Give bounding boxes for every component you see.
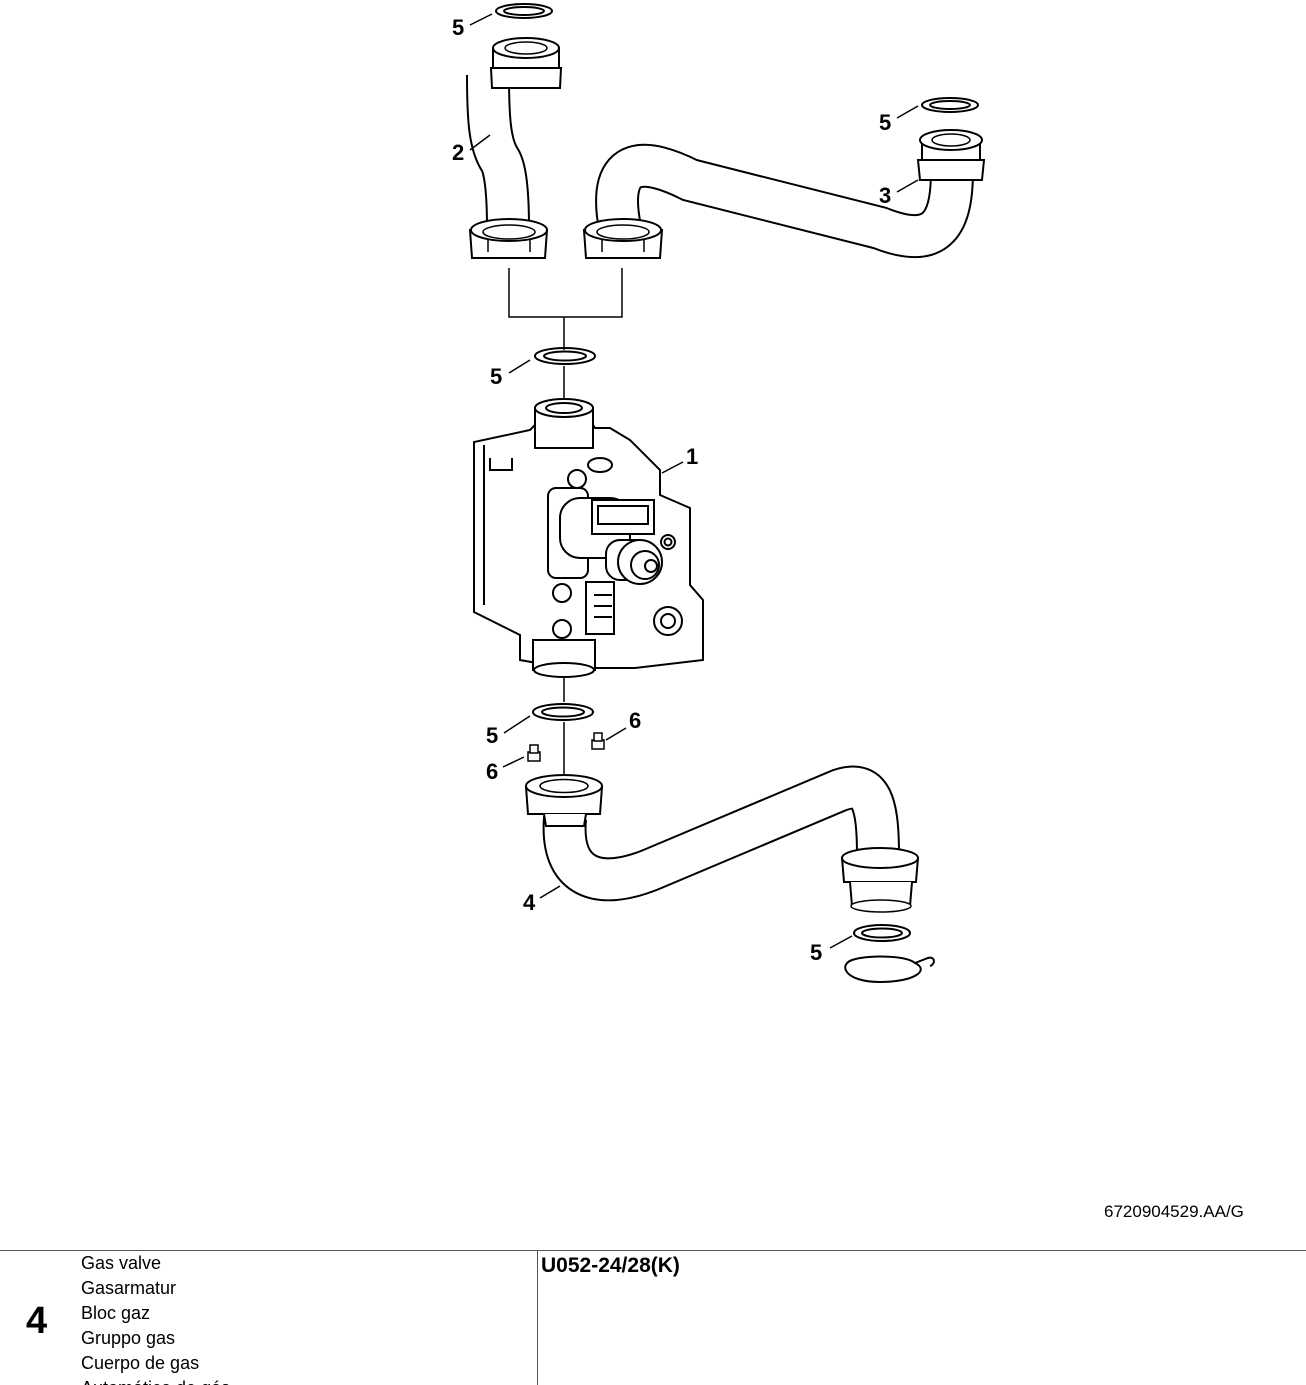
leader-lines [469, 13, 919, 949]
pipe-3 [582, 129, 986, 259]
callout-6: 6 [486, 759, 498, 784]
seal-rings [495, 3, 979, 942]
pipe-2 [466, 37, 563, 259]
callout-1: 1 [686, 444, 698, 469]
footer-rule [0, 1250, 1306, 1251]
callout-6: 6 [629, 708, 641, 733]
callout-5: 5 [810, 940, 822, 965]
test-nipples [527, 732, 605, 762]
pipe-4 [524, 765, 920, 913]
callout-5: 5 [486, 723, 498, 748]
callout-5: 5 [490, 364, 502, 389]
callout-4: 4 [523, 890, 536, 915]
part-name-es: Cuerpo de gas [81, 1353, 200, 1373]
retaining-clip [844, 955, 935, 984]
callout-5: 5 [452, 15, 464, 40]
drawing-id: 6720904529.AA/G [1104, 1202, 1244, 1221]
part-name-fr: Bloc gaz [81, 1303, 151, 1323]
part-names-list: Gas valve Gasarmatur Bloc gaz Gruppo gas… [81, 1251, 230, 1385]
part-name-de: Gasarmatur [81, 1278, 177, 1298]
callout-3: 3 [879, 183, 891, 208]
callout-labels: 5 2 5 3 5 1 5 6 6 4 5 [452, 15, 891, 965]
part-name-en: Gas valve [81, 1253, 162, 1273]
callout-2: 2 [452, 140, 464, 165]
exploded-parts-drawing: 5 2 5 3 5 1 5 6 6 4 5 [452, 3, 986, 984]
part-name-pt: Automático de gás [81, 1376, 230, 1385]
part-name-it: Gruppo gas [81, 1328, 176, 1348]
model-code: U052-24/28(K) [541, 1254, 680, 1277]
connection-line [508, 268, 623, 350]
section-number: 4 [26, 1300, 48, 1342]
callout-5: 5 [879, 110, 891, 135]
gas-valve-body [473, 398, 704, 678]
footer-divider [537, 1251, 538, 1385]
